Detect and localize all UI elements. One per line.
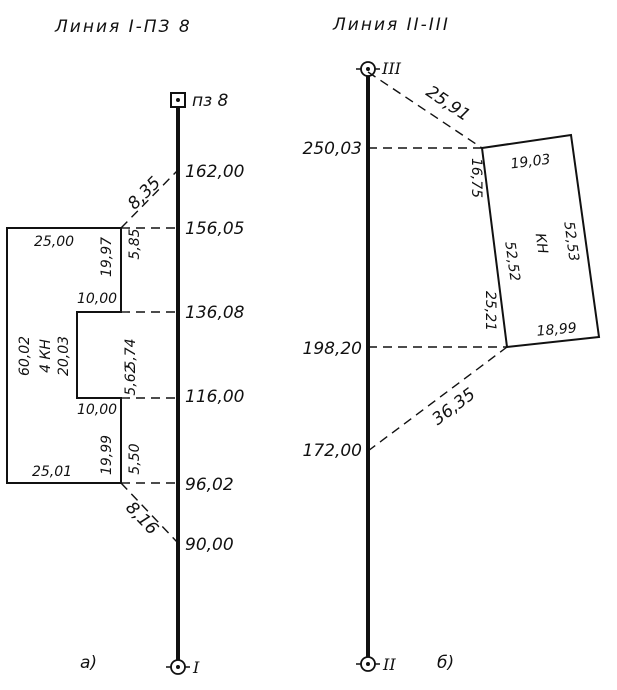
left-building-label: 4 КН: [38, 339, 54, 373]
left-inner-bottom-label: 10,00: [77, 402, 117, 418]
right-diagonal-top: [367, 71, 483, 149]
right-title: Линия II-III: [332, 15, 450, 35]
left-top-marker-label: пз 8: [192, 91, 229, 111]
left-offset-upper-label: 5,85: [127, 228, 143, 259]
right-chainage-1: 198,20: [303, 339, 362, 359]
right-rect-bottom-label: 18,99: [536, 320, 577, 339]
right-diag-bottom-label: 36,35: [429, 384, 480, 429]
left-side-lower-label: 19,99: [99, 435, 115, 475]
left-title: Линия I-ПЗ 8: [54, 17, 192, 37]
left-offset-inner-upper-label: 5,74: [123, 338, 139, 369]
right-offset-lower-label: 25,21: [482, 291, 498, 331]
left-diag-top-label: 8,35: [124, 173, 165, 214]
left-side-upper-label: 19,97: [99, 237, 115, 277]
left-inner-top-label: 10,00: [77, 291, 117, 307]
right-top-marker-label: III: [381, 59, 402, 78]
left-chainage-5: 90,00: [185, 535, 234, 555]
left-diag-bottom-label: 8,16: [121, 498, 162, 539]
right-offset-upper-label: 16,75: [468, 158, 484, 198]
right-building-outline: [480, 133, 601, 349]
left-diagonal-top: [120, 169, 179, 229]
right-diag-top-label: 25,91: [422, 82, 474, 126]
left-chainage-1: 156,05: [185, 219, 244, 239]
right-chainage-0: 250,03: [303, 139, 362, 159]
right-diagonal-bottom: [367, 346, 508, 452]
left-outer-bottom-label: 25,01: [32, 464, 72, 480]
left-chainage-4: 96,02: [185, 475, 234, 495]
left-bottom-marker: I: [166, 658, 200, 677]
left-outer-top-label: 25,00: [34, 234, 74, 250]
right-rect-top-label: 19,03: [510, 152, 552, 173]
right-bottom-marker: II: [356, 655, 396, 674]
left-top-marker: пз 8: [170, 91, 229, 111]
right-bottom-marker-label: II: [382, 655, 396, 674]
left-outer-left-label: 60,02: [17, 336, 33, 376]
right-chainage-2: 172,00: [303, 441, 362, 461]
right-caption: б): [437, 653, 454, 673]
left-caption: а): [80, 653, 97, 673]
left-offset-inner-lower-label: 5,62: [123, 364, 139, 395]
right-top-marker: III: [356, 59, 402, 78]
left-chainage-2: 136,08: [185, 303, 245, 323]
left-chainage-3: 116,00: [185, 387, 244, 407]
left-inner-left-label: 20,03: [56, 336, 72, 376]
left-bottom-marker-label: I: [192, 658, 200, 677]
left-diagonal-bottom: [120, 482, 179, 544]
left-building-outline: [6, 227, 122, 484]
left-chainage-0: 162,00: [185, 162, 244, 182]
right-building-label: КН: [532, 232, 551, 255]
right-rect-left-label: 52,52: [501, 240, 522, 282]
right-rect-right-label: 52,53: [560, 220, 581, 262]
left-offset-lower-label: 5,50: [127, 443, 143, 474]
